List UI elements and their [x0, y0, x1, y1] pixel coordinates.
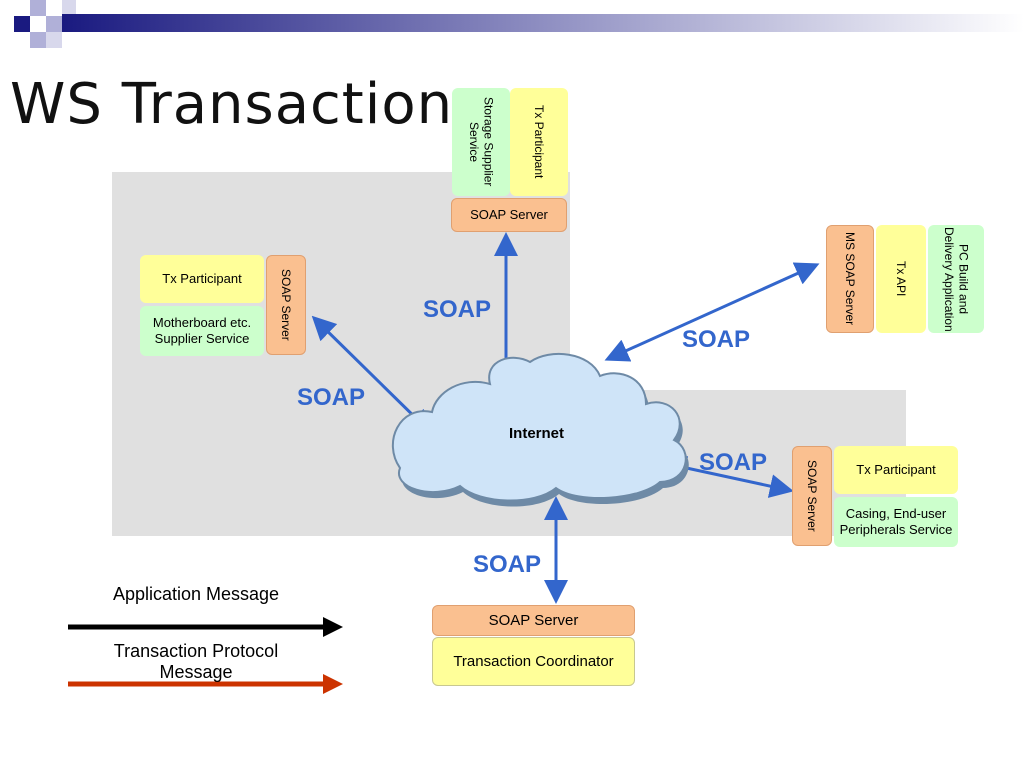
soap-label-pc: SOAP	[682, 326, 751, 353]
soap-label-storage: SOAP	[423, 296, 492, 323]
legend-tx-message: Transaction Protocol Message	[113, 641, 279, 682]
pc-build-delivery-application: PC Build and Delivery Application	[928, 225, 984, 333]
storage-tx-participant: Tx Participant	[510, 88, 568, 196]
soap-label-casing: SOAP	[699, 449, 768, 476]
transaction-coordinator: Transaction Coordinator	[432, 637, 635, 686]
coordinator-soap-server: SOAP Server	[432, 605, 635, 636]
arrow-pc	[604, 262, 820, 362]
motherboard-soap-server: SOAP Server	[266, 255, 306, 355]
soap-label-motherboard: SOAP	[297, 384, 366, 411]
casing-soap-server: SOAP Server	[792, 446, 832, 546]
motherboard-tx-participant: Tx Participant	[140, 255, 264, 303]
storage-supplier-service: Storage Supplier Service	[452, 88, 510, 196]
storage-soap-server: SOAP Server	[451, 198, 567, 232]
pc-tx-api: Tx API	[876, 225, 926, 333]
legend-app-message: Application Message	[112, 584, 280, 604]
header-decoration	[14, 0, 1024, 48]
internet-label: Internet	[509, 425, 565, 442]
soap-label-coordinator: SOAP	[473, 551, 542, 578]
motherboard-supplier-service: Motherboard etc. Supplier Service	[140, 306, 264, 356]
internet-cloud	[391, 352, 689, 507]
arrow-motherboard	[311, 315, 433, 435]
casing-peripherals-service: Casing, End-user Peripherals Service	[834, 497, 958, 547]
page-title: WS Transaction	[10, 72, 454, 137]
pc-ms-soap-server: MS SOAP Server	[826, 225, 874, 333]
casing-tx-participant: Tx Participant	[834, 446, 958, 494]
